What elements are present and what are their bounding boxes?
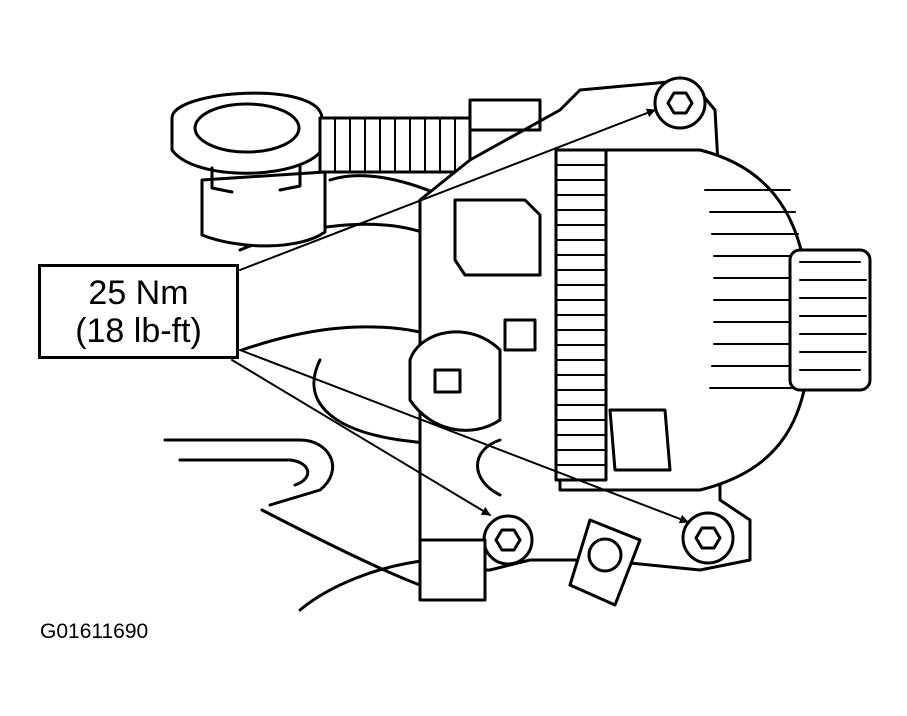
leader-arrow-lower-right-bolt: [239, 349, 689, 524]
engine-background: [163, 174, 442, 612]
bolt-upper: [653, 76, 707, 130]
bolt-lower-left: [482, 514, 534, 566]
leader-arrow-lower-left-bolt: [231, 359, 491, 516]
bolt-lower-right: [681, 511, 735, 565]
torque-metric-label: 25 Nm: [88, 273, 189, 312]
torque-callout-box: 25 Nm (18 lb-ft): [38, 264, 239, 359]
wire-loom: [318, 116, 472, 174]
lower-bracket: [418, 518, 642, 607]
filler-cap: [170, 91, 327, 248]
torque-imperial-label: (18 lb-ft): [75, 311, 202, 350]
alternator-body: [408, 148, 872, 492]
figure-id-label: G01611690: [40, 620, 149, 643]
leader-arrow-upper-bolt: [239, 108, 656, 271]
